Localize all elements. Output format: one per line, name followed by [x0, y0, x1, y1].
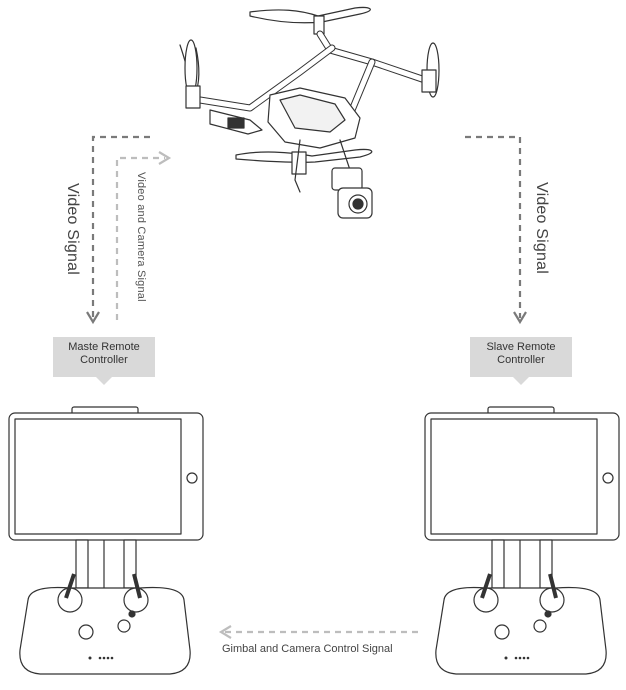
slave-label-line2: Controller — [470, 354, 572, 367]
master-label-line1: Maste Remote — [53, 341, 155, 354]
video-camera-signal-label: Video and Camera Signal — [135, 172, 147, 302]
video-signal-label-left: Video Signal — [63, 183, 81, 275]
slave-controller-label: Slave Remote Controller — [470, 337, 572, 377]
slave-label-line1: Slave Remote — [470, 341, 572, 354]
video-signal-label-right: Video Signal — [532, 182, 550, 274]
slave-remote-controller — [425, 407, 619, 674]
master-remote-controller — [9, 407, 203, 674]
master-controller-label: Maste Remote Controller — [53, 337, 155, 377]
video-signal-arrow-right — [465, 137, 520, 318]
gimbal-control-signal-label: Gimbal and Camera Control Signal — [222, 643, 393, 655]
master-label-line2: Controller — [53, 354, 155, 367]
drone-illustration — [180, 7, 439, 218]
